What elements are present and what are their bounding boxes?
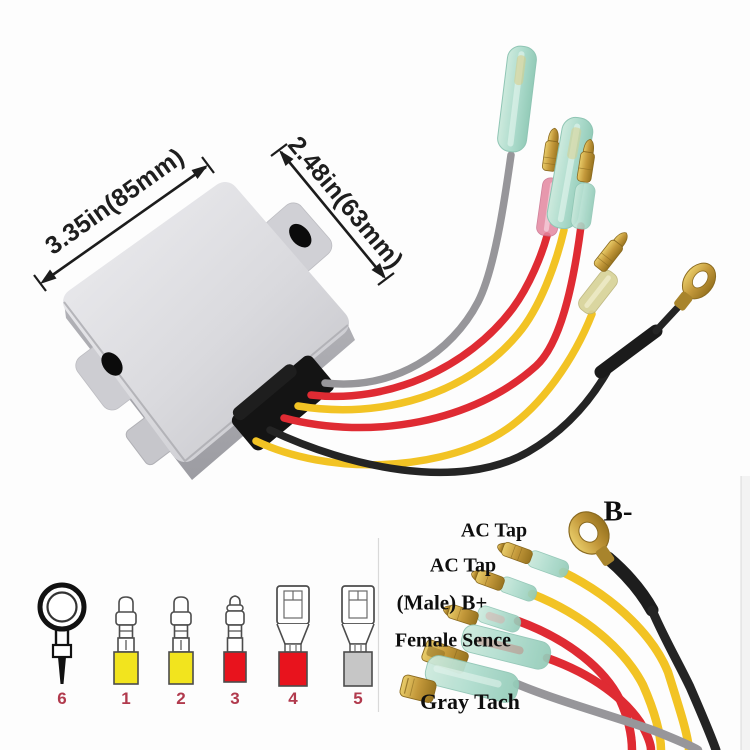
wire-label-b-minus: B- (603, 495, 633, 528)
legend-number-2: 2 (176, 689, 186, 708)
regulator-box (63, 182, 355, 480)
legend-bullet-terminal-icon (168, 596, 194, 685)
yellow-heatshrink-icon (578, 269, 618, 315)
label-wire-gray-tach (512, 679, 703, 750)
main-wire-bundle (252, 151, 689, 477)
mounting-hole-left (101, 352, 123, 376)
wire-grommet (231, 355, 335, 451)
main-terminals (497, 45, 717, 315)
bullet-terminal-icon (497, 542, 533, 564)
bullet-terminal-icon (593, 232, 628, 272)
main-wire-red-2 (280, 222, 585, 432)
dimension-arrow-width (33, 156, 215, 292)
box-top-face (63, 182, 349, 462)
ring-terminal-icon (568, 511, 615, 566)
wire-label-ac-tap-2: AC Tap (429, 554, 497, 577)
wire-label-male-b-plus: (Male) B+ (396, 590, 488, 615)
label-wire-red-sence (542, 653, 656, 750)
main-wire-black-heatshrink (594, 324, 663, 379)
legend-female-spade-icon (276, 585, 310, 687)
bullet-terminal-icon (399, 674, 437, 703)
legend-number-5: 5 (353, 689, 363, 708)
main-wire-red-1 (307, 232, 551, 401)
main-wire-yellow-2 (252, 310, 596, 469)
main-wire-yellow-1 (294, 226, 568, 414)
wire-label-ac-tap-1: AC Tap (460, 519, 528, 542)
labeled-terminals (399, 511, 615, 703)
main-wire-black (266, 368, 611, 477)
wire-label-female-sence: Female Sence (394, 629, 512, 652)
label-wire-black-bminus (647, 605, 721, 750)
teal-heatshrink-icon (460, 624, 552, 670)
teal-heatshrink-icon (476, 605, 522, 633)
main-wire-gray (321, 151, 515, 388)
bullet-terminal-icon (576, 138, 595, 183)
legend-ring-terminal-icon (37, 582, 87, 684)
legend-female-spade-icon (341, 585, 375, 687)
legend-number-4: 4 (288, 689, 298, 708)
teal-heatshrink-icon (570, 182, 596, 230)
connector-legend (37, 582, 375, 687)
mounting-hole-top (289, 223, 312, 248)
bullet-terminal-icon (541, 127, 560, 172)
ring-terminal-icon (674, 262, 717, 311)
legend-number-3: 3 (230, 689, 240, 708)
image-edge-band (741, 476, 750, 750)
legend-number-6: 6 (57, 689, 67, 708)
labeled-wire-ends (512, 551, 721, 750)
legend-number-1: 1 (121, 689, 131, 708)
label-wire-black-shrink (601, 551, 659, 617)
teal-heatshrink-icon (424, 655, 520, 703)
wire-label-gray-tach: Gray Tach (420, 689, 520, 714)
bullet-terminal-icon (471, 569, 505, 591)
teal-connector-icon (546, 116, 594, 230)
legend-bullet-terminal-icon (113, 596, 139, 685)
label-wire-yellow-ac1 (558, 567, 694, 750)
legend-bullet-terminal-icon (223, 595, 247, 683)
dimension-arrow-height (270, 143, 395, 286)
teal-connector-icon (497, 45, 537, 153)
bullet-terminal-icon (443, 604, 479, 626)
